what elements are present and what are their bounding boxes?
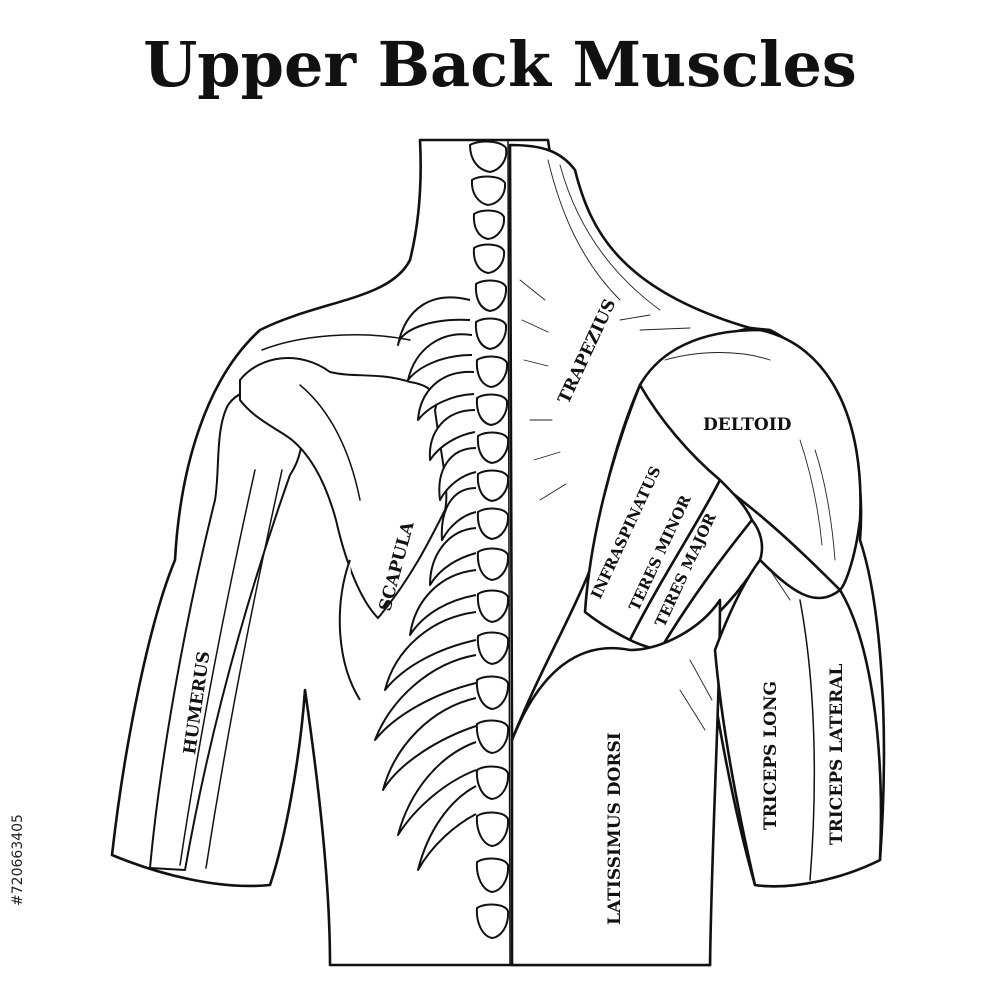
scapula-bone [239,334,448,619]
latissimus-dorsi-muscle [510,598,722,967]
rib-cage [338,296,477,871]
triceps-muscles [713,558,883,888]
label-deltoid: DELTOID [703,415,792,435]
diagram-title: Upper Back Muscles [143,28,857,101]
label-triceps-long: TRICEPS LONG [761,681,781,830]
spine [469,139,511,966]
label-latissimus-dorsi: LATISSIMUS DORSI [605,732,625,925]
label-triceps-lateral: TRICEPS LATERAL [827,664,847,845]
rotator-cuff-group [583,383,764,652]
